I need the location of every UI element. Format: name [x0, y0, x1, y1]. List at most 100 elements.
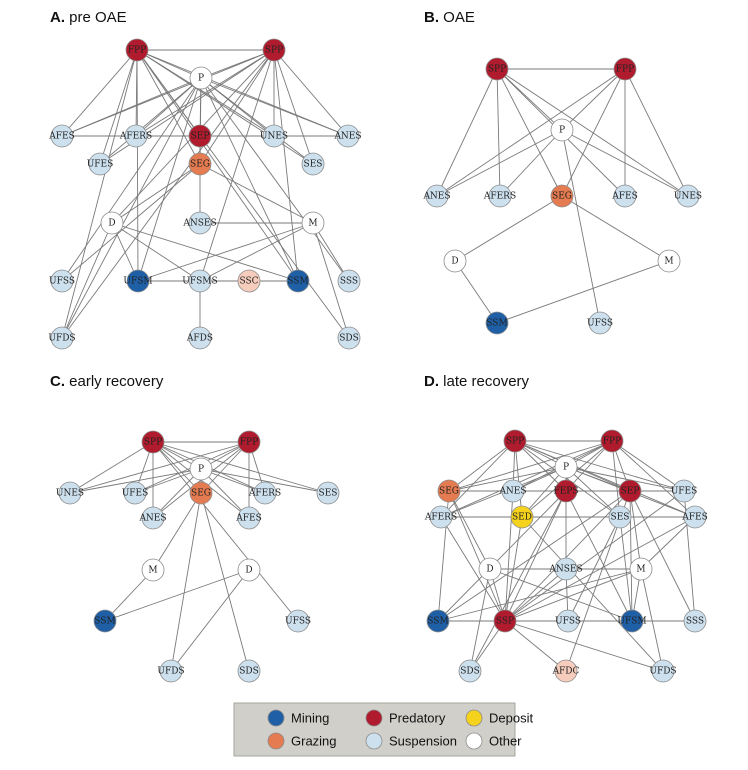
edge-fpp-ufsm	[136, 49, 139, 282]
node-label: SEG	[190, 160, 210, 170]
edge-spp-seg	[448, 440, 516, 492]
edge-seg-d	[448, 490, 491, 570]
node-label: UFSS	[555, 617, 581, 627]
node-circle	[437, 479, 461, 503]
edge-ufes-ssp	[504, 490, 685, 622]
panel-title-text: late recovery	[439, 373, 530, 390]
node-circle	[188, 124, 212, 148]
node-label: SEG	[191, 489, 211, 499]
edge-spp-ses	[273, 49, 314, 165]
edge-spp-seg	[152, 441, 202, 494]
edge-d-ssm	[454, 260, 498, 324]
node-label: AFES	[48, 132, 74, 142]
node-label: FEPS	[553, 487, 578, 497]
node-label: UFES	[671, 487, 698, 497]
edge-m-ufds	[640, 568, 664, 672]
node-label: P	[563, 463, 569, 473]
node-label: AFERS	[483, 192, 516, 202]
edge-d-seg	[111, 163, 201, 224]
edge-spp-seg	[496, 68, 563, 197]
node-afes: AFES	[235, 506, 262, 530]
edge-spp-unes	[496, 68, 689, 197]
edge-feps-sds	[469, 490, 567, 672]
node-m: M	[141, 558, 165, 582]
node-label: SES	[319, 489, 338, 499]
edge-fpp-anes	[436, 68, 626, 197]
edge-fpp-afes	[611, 440, 696, 518]
edge-spp-unes	[69, 441, 154, 494]
edge-p-afes	[61, 77, 202, 137]
legend-swatch	[267, 709, 285, 727]
node-label: ANES	[498, 487, 526, 497]
node-label: SPP	[144, 438, 162, 448]
edge-spp-feps	[514, 440, 567, 492]
node-circle	[618, 479, 642, 503]
node-ufss: UFSS	[587, 311, 613, 335]
node-d: D	[100, 211, 124, 235]
node-label: FPP	[616, 65, 634, 75]
edge-spp-ufsms	[199, 49, 275, 282]
node-label: AFERS	[248, 489, 281, 499]
node-circle	[141, 506, 165, 530]
node-circle	[600, 429, 624, 453]
node-label: AFDC	[552, 667, 580, 677]
panel-title: C. early recovery	[50, 373, 164, 390]
edge-m-ufsm	[137, 222, 314, 282]
node-spp: SPP	[262, 38, 286, 62]
edge-spp-ufes	[99, 49, 275, 165]
node-circle	[556, 609, 580, 633]
node-ufsm: UFSM	[123, 269, 153, 293]
node-afes: AFES	[681, 505, 708, 529]
edge-d-ssm	[111, 222, 299, 282]
node-ufds: UFDS	[157, 659, 185, 683]
node-anses: ANSES	[182, 211, 217, 235]
edges	[436, 68, 689, 324]
node-afers: AFERS	[119, 124, 152, 148]
edge-feps-ssp	[504, 490, 567, 622]
node-ufes: UFES	[671, 479, 698, 503]
node-circle	[237, 506, 261, 530]
node-circle	[588, 311, 612, 335]
edge-p-anes	[436, 129, 563, 197]
edge-seg-m	[152, 492, 202, 571]
node-label: SPP	[265, 46, 283, 56]
panel-title-text: OAE	[439, 9, 475, 26]
node-circle	[100, 211, 124, 235]
node-label: P	[559, 126, 565, 136]
node-label: M	[308, 219, 317, 229]
legend-item-suspension: Suspension	[365, 732, 457, 750]
edge-p-ssm	[200, 77, 299, 282]
node-ufsm: UFSM	[617, 609, 647, 633]
legend-label: Other	[489, 734, 522, 749]
legend-swatch	[365, 732, 383, 750]
edge-seg-ssp	[448, 490, 506, 622]
edge-fpp-ses	[136, 49, 314, 165]
node-ssp: SSP	[493, 609, 517, 633]
edge-spp-sed	[514, 440, 523, 518]
node-fpp: FPP	[613, 57, 637, 81]
edge-fpp-afers	[440, 440, 613, 518]
node-ufes: UFES	[122, 481, 148, 505]
node-sep: SEP	[188, 124, 212, 148]
node-label: AFES	[611, 192, 637, 202]
node-label: UFSS	[49, 277, 75, 287]
legend-label: Deposit	[489, 711, 533, 726]
node-anes: ANES	[333, 124, 362, 148]
node-label: D	[486, 565, 493, 575]
edges	[61, 49, 350, 339]
node-afers: AFERS	[483, 184, 516, 208]
node-label: ANSES	[182, 219, 216, 229]
node-circle	[188, 211, 212, 235]
node-circle	[124, 124, 148, 148]
node-circle	[301, 211, 325, 235]
panel-title-text: pre OAE	[65, 9, 127, 26]
panel-letter: A.	[50, 9, 65, 26]
node-label: UFSM	[123, 277, 152, 287]
edge-p-ufds	[61, 77, 202, 339]
legend-label: Predatory	[389, 711, 446, 726]
node-ufsms: UFSMS	[182, 269, 218, 293]
node-sep: SEP	[618, 479, 642, 503]
legend-label: Grazing	[291, 734, 337, 749]
edge-p-seg	[448, 466, 567, 492]
legend-item-grazing: Grazing	[267, 732, 337, 750]
